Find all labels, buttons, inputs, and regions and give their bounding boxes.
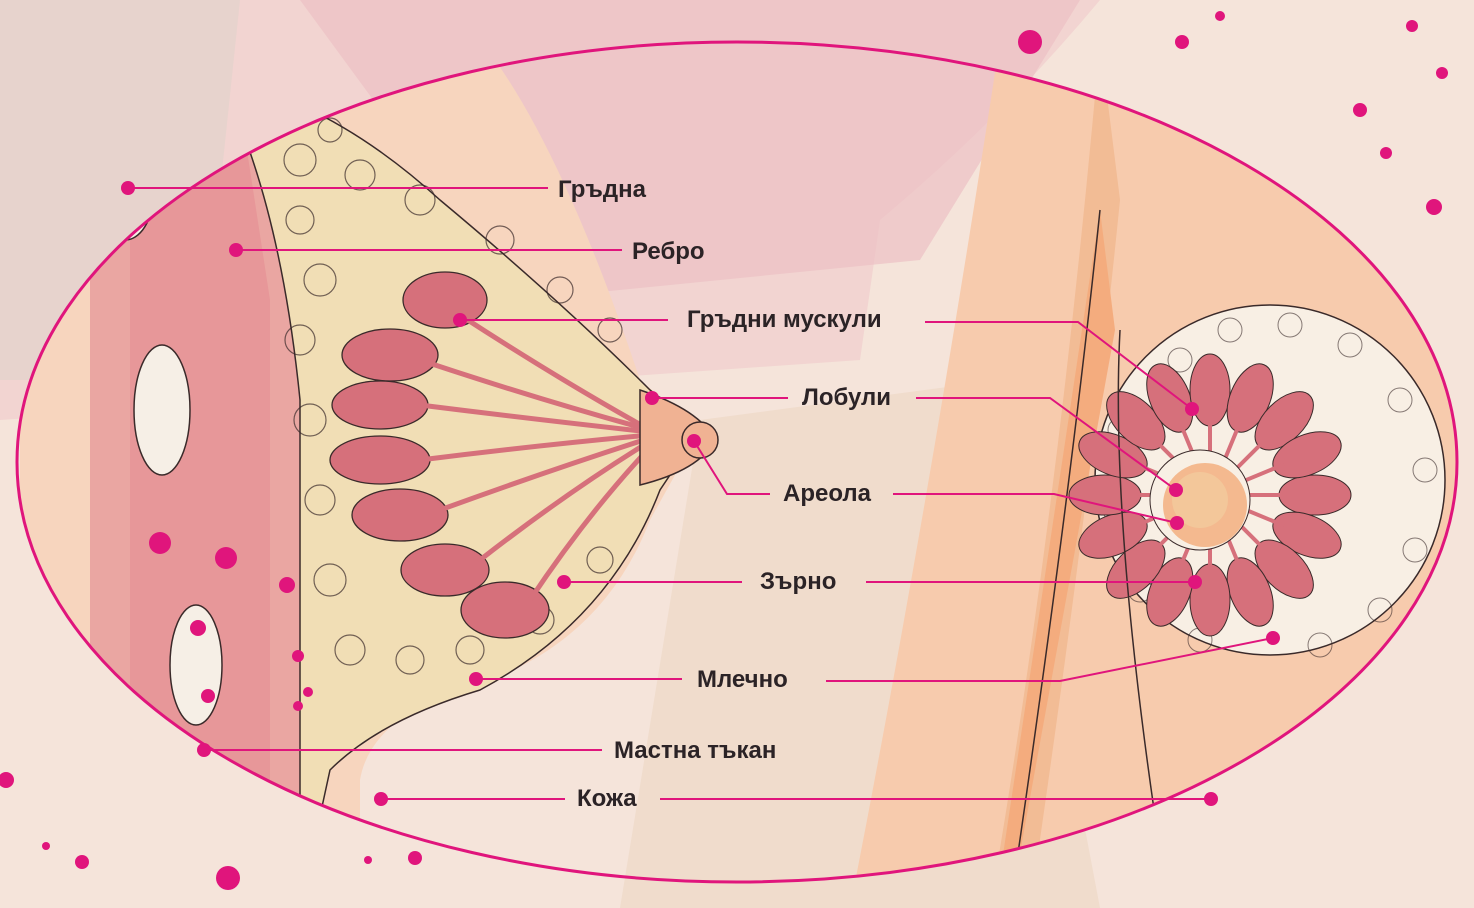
label-areola: Ареола — [783, 480, 871, 508]
label-gradna: Гръдна — [558, 176, 646, 204]
label-mlechno: Млечно — [697, 666, 788, 694]
label-mastna: Мастна тъкан — [614, 737, 776, 765]
label-rebro: Ребро — [632, 238, 705, 266]
label-kozha: Кожа — [577, 785, 637, 813]
label-muskuli: Гръдни мускули — [687, 306, 882, 334]
label-zarno: Зърно — [760, 568, 836, 596]
label-lobuli: Лобули — [802, 384, 891, 412]
